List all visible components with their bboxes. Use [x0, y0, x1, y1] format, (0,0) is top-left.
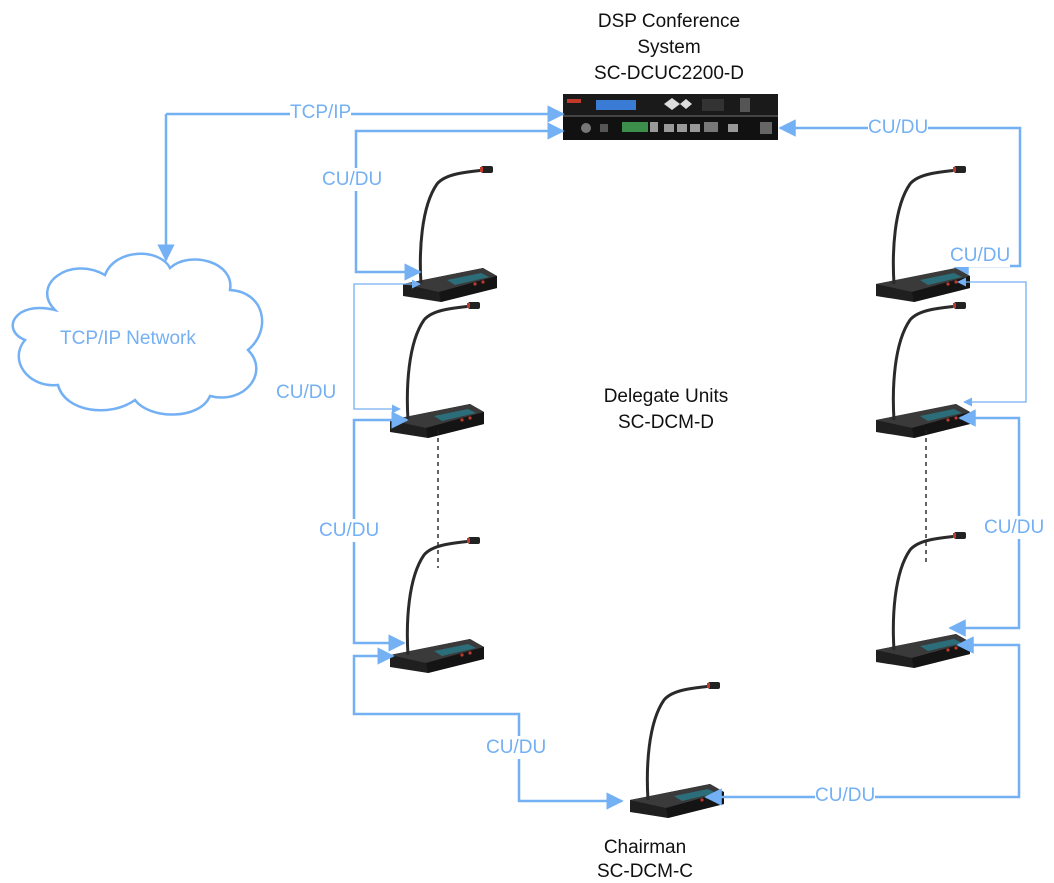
- cudu-label-4: CU/DU: [486, 736, 547, 759]
- dsp-rack-unit: [563, 94, 778, 140]
- tcpip-link-label: TCP/IP: [290, 101, 352, 124]
- network-cloud: [11, 252, 264, 416]
- delegate-unit-left-3: [388, 535, 486, 675]
- delegate-unit-right-1: [874, 164, 972, 304]
- system-title-line2: System: [637, 37, 701, 58]
- cudu-label-1: CU/DU: [322, 168, 383, 191]
- link-left-3-chairman: [352, 647, 624, 810]
- delegates-title: Delegate Units: [603, 386, 729, 407]
- cudu-label-7: CU/DU: [984, 516, 1045, 539]
- chairman-model: SC-DCM-C: [596, 861, 694, 882]
- cudu-label-8: CU/DU: [815, 784, 876, 807]
- link-right-3-chairman: [704, 636, 1021, 806]
- chairman-title: Chairman: [603, 837, 687, 858]
- delegate-unit-right-2: [874, 300, 972, 440]
- cudu-label-5: CU/DU: [868, 116, 929, 139]
- system-title-line1: DSP Conference: [597, 11, 741, 32]
- cudu-label-2: CU/DU: [276, 382, 337, 403]
- cudu-label-6: CU/DU: [950, 244, 1011, 267]
- link-dsp-left-1: [354, 122, 565, 281]
- delegate-unit-left-1: [401, 164, 499, 304]
- cudu-label-3: CU/DU: [319, 519, 380, 542]
- delegate-unit-left-2: [388, 300, 486, 440]
- link-right-1-right-2: [957, 277, 1027, 407]
- delegate-unit-right-3: [874, 530, 972, 670]
- delegates-model: SC-DCM-D: [617, 412, 715, 433]
- link-left-1-left-2: [353, 279, 421, 414]
- system-model: SC-DCUC2200-D: [594, 63, 744, 84]
- network-label: TCP/IP Network: [60, 328, 196, 349]
